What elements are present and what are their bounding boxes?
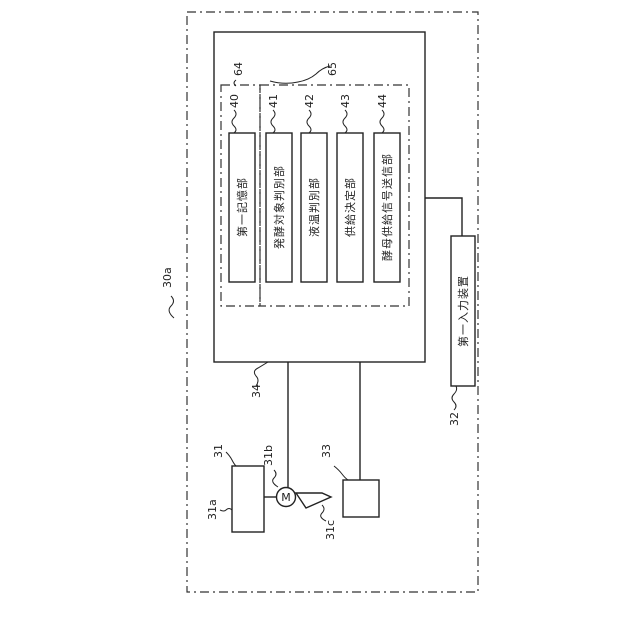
ref-65: 65	[326, 62, 339, 76]
leader-33	[334, 466, 348, 480]
leader-41	[271, 110, 275, 133]
blade	[296, 493, 331, 508]
apparatus-body	[232, 466, 264, 532]
ref-44: 44	[376, 94, 389, 108]
leader-30a	[169, 296, 174, 318]
ref-31b: 31b	[262, 445, 275, 466]
leader-44	[380, 110, 384, 133]
ref-43: 43	[339, 94, 352, 108]
ref-31c: 31c	[324, 520, 337, 540]
leader-65	[270, 66, 330, 83]
ref-64: 64	[232, 62, 245, 76]
leader-43	[343, 110, 347, 133]
ref-30a: 30a	[161, 267, 174, 288]
ref-40: 40	[228, 94, 241, 108]
leader-42	[307, 110, 311, 133]
leader-31	[226, 452, 236, 466]
leader-31c	[321, 505, 326, 521]
supply-unit-box	[343, 480, 379, 517]
leader-34	[254, 362, 268, 386]
leader-32	[452, 386, 457, 410]
input-device-label: 第一入力装置	[456, 275, 470, 347]
leader-31a	[220, 509, 232, 512]
ref-31a: 31a	[206, 499, 219, 520]
ref-41: 41	[267, 94, 280, 108]
controller-input-line	[425, 198, 462, 236]
liquid-temp-block-label: 液温判別部	[307, 177, 321, 237]
yeast-signal-block-label: 酵母供給信号送信部	[380, 153, 394, 261]
ref-31: 31	[212, 444, 225, 458]
ref-33: 33	[320, 444, 333, 458]
fermentation-target-block-label: 発酵対象判別部	[272, 165, 286, 249]
ref-42: 42	[303, 94, 316, 108]
ref-32: 32	[448, 412, 461, 426]
leader-31b	[273, 470, 278, 487]
memory-block-label: 第一記憶部	[235, 177, 249, 237]
supply-decision-block-label: 供給決定部	[343, 177, 357, 237]
leader-40	[232, 110, 236, 133]
motor-symbol: M	[281, 491, 291, 504]
